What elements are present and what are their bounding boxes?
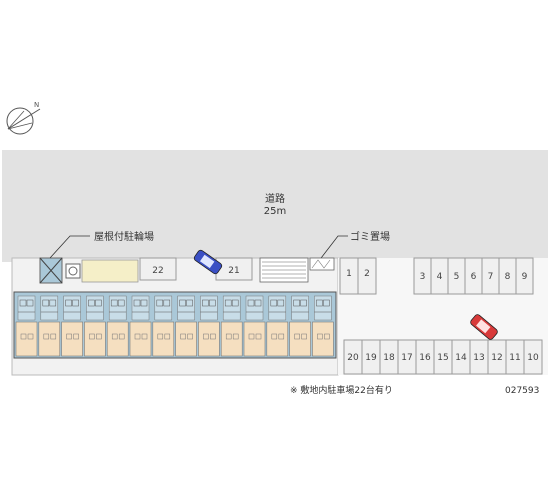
parking-slot-1: 1 (339, 257, 359, 295)
parking-slot-21: 21 (215, 257, 253, 281)
bicycle-shelter-icon (39, 257, 63, 284)
parking-slot-6: 6 (464, 257, 483, 295)
bicycle-leader-line (49, 235, 90, 259)
svg-text:7: 7 (488, 272, 494, 282)
apartment-unit (61, 295, 83, 357)
svg-text:9: 9 (522, 272, 528, 282)
parking-slot-12: 12 (487, 339, 507, 375)
bicycle-parking-label: 屋根付駐輪場 (94, 230, 154, 243)
stair-lines (262, 261, 306, 279)
car-icon (470, 314, 498, 340)
parking-slot-4: 4 (430, 257, 449, 295)
apartment-unit (152, 295, 175, 357)
car-icon (193, 249, 223, 275)
parking-slot-13: 13 (469, 339, 489, 375)
parking-slot-19: 19 (361, 339, 381, 375)
apartment-unit (175, 295, 197, 357)
apartment-unit (198, 295, 220, 357)
garbage-leader-line (317, 235, 348, 263)
parking-slot-17: 17 (397, 339, 417, 375)
meter-box (65, 263, 81, 279)
apartment-unit (243, 295, 266, 357)
road-name: 道路 (265, 192, 285, 205)
svg-text:5: 5 (454, 272, 460, 282)
parking-top-row: 3 4 5 6 7 8 9 (413, 257, 534, 295)
apartment-unit (84, 295, 106, 357)
apartment-unit (38, 295, 61, 357)
parking-slot-16: 16 (415, 339, 435, 375)
road-width: 25m (264, 206, 286, 217)
svg-text:2: 2 (364, 269, 370, 279)
parking-slot-14: 14 (451, 339, 471, 375)
parking-slot-20: 20 (343, 339, 363, 375)
apartment-unit (289, 295, 311, 357)
apartment-unit (220, 295, 243, 357)
parking-bottom-row: 20 19 18 17 16 15 14 13 12 11 10 (343, 339, 543, 375)
road-area (2, 150, 548, 262)
svg-text:16: 16 (419, 353, 431, 363)
svg-text:21: 21 (228, 266, 239, 276)
compass-icon: N (6, 101, 41, 135)
garbage-label: ゴミ置場 (350, 230, 390, 243)
entrance-walkway (81, 259, 139, 283)
svg-text:12: 12 (491, 353, 502, 363)
apartment-unit (15, 295, 38, 357)
apartment-unit (129, 295, 152, 357)
parking-slot-5: 5 (447, 257, 466, 295)
svg-text:6: 6 (471, 272, 477, 282)
parking-note: ※ 敷地内駐車場22台有り (290, 384, 393, 396)
svg-text:18: 18 (383, 353, 395, 363)
apartment-unit (106, 295, 129, 357)
parking-slot-18: 18 (379, 339, 399, 375)
garbage-icon (309, 257, 335, 271)
svg-text:N: N (34, 101, 39, 109)
svg-text:14: 14 (455, 353, 467, 363)
parking-slot-2: 2 (357, 257, 377, 295)
parking-slot-22: 22 (139, 257, 177, 281)
apartment-unit (312, 295, 334, 357)
parking-slot-8: 8 (498, 257, 517, 295)
svg-text:11: 11 (509, 353, 520, 363)
svg-text:15: 15 (437, 353, 448, 363)
parking-slot-11: 11 (505, 339, 525, 375)
svg-text:10: 10 (527, 353, 539, 363)
apartment-units (15, 295, 334, 357)
parking-slot-3: 3 (413, 257, 432, 295)
svg-text:3: 3 (420, 272, 426, 282)
parking-slot-9: 9 (515, 257, 534, 295)
svg-text:19: 19 (365, 353, 377, 363)
svg-text:20: 20 (347, 353, 359, 363)
parking-slot-7: 7 (481, 257, 500, 295)
svg-text:4: 4 (437, 272, 443, 282)
parking-slot-15: 15 (433, 339, 453, 375)
svg-text:22: 22 (152, 266, 163, 276)
apartment-unit (266, 295, 289, 357)
parking-slot-10: 10 (523, 339, 543, 375)
property-id: 027593 (505, 386, 539, 396)
svg-text:8: 8 (505, 272, 511, 282)
svg-text:1: 1 (346, 269, 352, 279)
svg-text:17: 17 (401, 353, 412, 363)
svg-text:13: 13 (473, 353, 484, 363)
